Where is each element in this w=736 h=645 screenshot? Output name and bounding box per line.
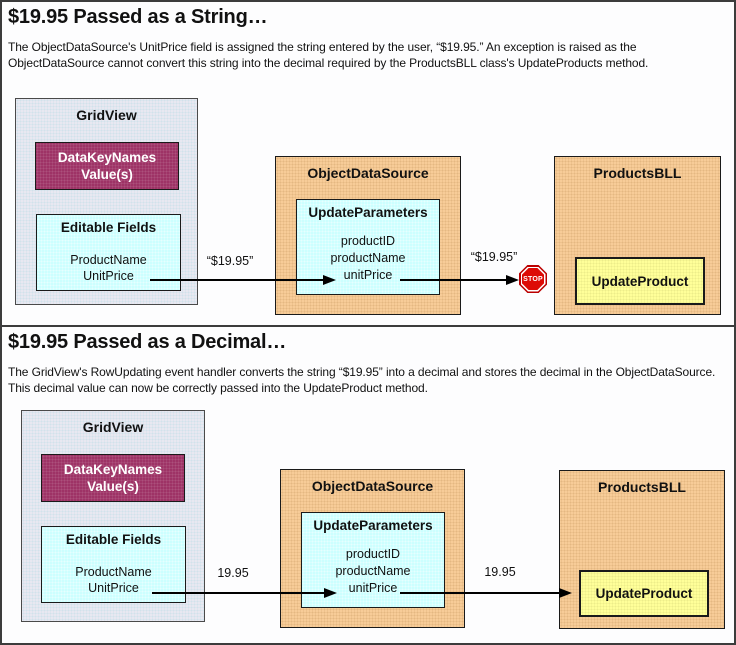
param-productname: productName	[335, 564, 411, 578]
arrowhead-to-unitprice-icon	[324, 588, 337, 598]
field-unitprice: UnitPrice	[88, 581, 139, 595]
datakeynames-box: DataKeyNames Value(s)	[35, 142, 179, 190]
gridview-title: GridView	[82, 419, 144, 435]
panel1-title: $19.95 Passed as a String…	[8, 6, 268, 28]
objectdatasource-title: ObjectDataSource	[307, 165, 429, 181]
arrow-gridview-to-ods	[152, 592, 324, 594]
datakeynames-line2: Value(s)	[81, 167, 133, 182]
arrow-gridview-to-ods	[150, 279, 323, 281]
panel-string-scenario: $19.95 Passed as a String… The ObjectDat…	[0, 0, 736, 327]
param-unitprice: unitPrice	[343, 268, 393, 282]
editable-fields-box: Editable Fields ProductName UnitPrice	[36, 214, 181, 291]
editable-fields-list: ProductName UnitPrice	[42, 564, 185, 596]
datakeynames-line2: Value(s)	[87, 479, 139, 494]
field-productname: ProductName	[75, 565, 152, 579]
productsbll-title: ProductsBLL	[598, 479, 686, 495]
stop-icon-ring: STOP	[520, 266, 546, 292]
param-productid: productID	[345, 547, 401, 561]
stop-icon-face: STOP	[522, 268, 544, 290]
arrow-ods-to-bll	[400, 279, 506, 281]
flow-value-right: “$19.95”	[470, 250, 518, 264]
flow-value-right: 19.95	[484, 565, 516, 579]
updateparameters-list: productID productName unitPrice	[302, 546, 444, 597]
updateproduct-label: UpdateProduct	[591, 273, 689, 289]
objectdatasource-title: ObjectDataSource	[311, 478, 434, 494]
stop-icon: STOP	[519, 265, 547, 293]
editable-fields-title: Editable Fields	[60, 220, 157, 235]
field-unitprice: UnitPrice	[83, 269, 134, 283]
panel2-description: The GridView's RowUpdating event handler…	[8, 365, 716, 395]
datakeynames-line1: DataKeyNames	[63, 462, 163, 477]
arrowhead-to-stop-icon	[506, 275, 519, 285]
stop-label: STOP	[523, 275, 543, 283]
gridview-title: GridView	[76, 107, 137, 123]
datakeynames-line1: DataKeyNames	[57, 150, 157, 165]
updateproduct-box: UpdateProduct	[575, 257, 705, 305]
arrow-ods-to-bll	[400, 592, 559, 594]
param-productid: productID	[340, 234, 396, 248]
panel1-description: The ObjectDataSource's UnitPrice field i…	[8, 40, 649, 70]
updateparameters-list: productID productName unitPrice	[297, 233, 439, 284]
field-productname: ProductName	[70, 253, 147, 267]
updateparameters-title: UpdateParameters	[313, 518, 433, 533]
arrowhead-to-unitprice-icon	[323, 275, 336, 285]
panel-decimal-scenario: $19.95 Passed as a Decimal… The GridView…	[0, 325, 736, 645]
arrowhead-to-updateproduct-icon	[559, 588, 572, 598]
editable-fields-list: ProductName UnitPrice	[37, 252, 180, 284]
param-productname: productName	[330, 251, 406, 265]
updateparameters-title: UpdateParameters	[308, 205, 428, 220]
editable-fields-box: Editable Fields ProductName UnitPrice	[41, 526, 186, 603]
panel2-title: $19.95 Passed as a Decimal…	[8, 331, 287, 353]
editable-fields-title: Editable Fields	[65, 532, 162, 547]
updateproduct-label: UpdateProduct	[595, 586, 693, 601]
updateproduct-box: UpdateProduct	[579, 570, 709, 617]
param-unitprice: unitPrice	[348, 581, 398, 595]
flow-value-left: 19.95	[217, 566, 249, 580]
productsbll-title: ProductsBLL	[593, 165, 682, 181]
flow-value-left: “$19.95”	[206, 254, 254, 268]
datakeynames-box: DataKeyNames Value(s)	[41, 454, 185, 502]
